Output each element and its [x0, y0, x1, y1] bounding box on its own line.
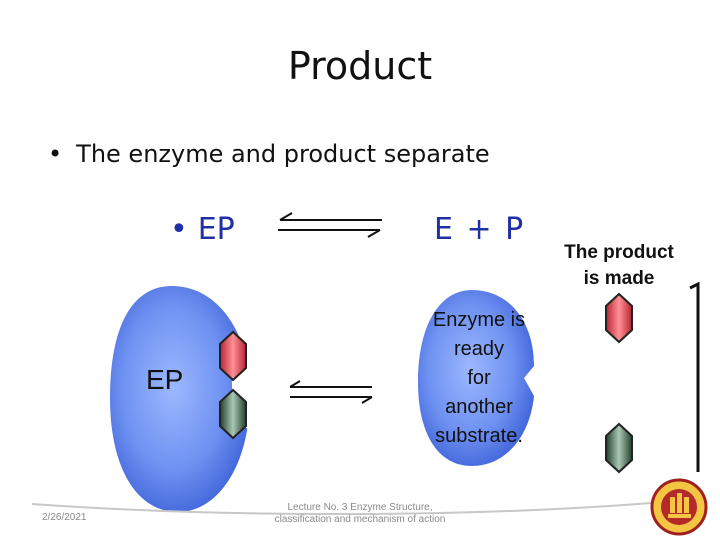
slide-title: Product [287, 44, 433, 88]
bullet-symbol: • [48, 140, 63, 168]
footer-lecture: Lecture No. 3 Enzyme Structure, classifi… [262, 502, 458, 526]
red-hexagon-icon [219, 330, 247, 382]
bullet-text: The enzyme and product separate [76, 140, 490, 168]
product-note-line-2: is made [583, 268, 655, 289]
enzyme-label: EP [146, 364, 184, 395]
ready-text-line-4: another [445, 396, 513, 418]
footer-date: 2/26/2021 [42, 512, 87, 523]
ready-text-line-1: Enzyme is [432, 309, 526, 331]
equation-e-plus-p: E + P [434, 212, 526, 247]
ready-text-line-5: substrate. [435, 425, 523, 447]
product-made-note: The product is made [544, 240, 694, 292]
enzyme-ready-text: Enzyme is ready for another substrate. [412, 306, 546, 451]
equation-bullet: • [170, 212, 188, 247]
equation-ep: EP [197, 212, 235, 247]
bracket-line [689, 281, 700, 472]
footer-lecture-line-2: classification and mechanism of action [274, 514, 446, 525]
ready-text-line-2: ready [453, 338, 505, 360]
double-arrow-icon [278, 212, 382, 238]
product-note-line-1: The product [564, 242, 674, 263]
university-seal-icon [650, 478, 708, 536]
free-enzyme-blob [418, 290, 534, 466]
footer-lecture-line-1: Lecture No. 3 Enzyme Structure, [287, 502, 433, 513]
footer-curve [31, 499, 687, 516]
equation-left: • EP [170, 212, 235, 247]
released-red-hexagon-icon [605, 292, 633, 344]
bullet-point: • The enzyme and product separate [48, 140, 490, 168]
reaction-double-arrow-icon [289, 380, 373, 404]
green-hexagon-icon [219, 388, 247, 440]
ready-text-line-3: for [467, 367, 491, 389]
released-green-hexagon-icon [605, 422, 633, 474]
